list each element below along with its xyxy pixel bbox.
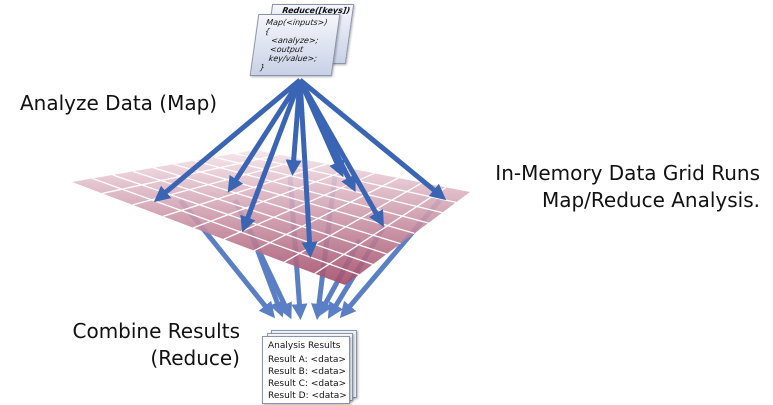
result-row: Result D: <data> [268, 391, 347, 401]
arrow [240, 79, 303, 233]
code-line: <analyze>; [263, 36, 319, 45]
grid-line [153, 167, 401, 245]
combine-label-line2: (Reduce) [150, 346, 240, 370]
arrow [297, 79, 318, 258]
grid-line [314, 186, 447, 275]
grid-line [193, 160, 429, 224]
code-line: <output [261, 45, 304, 54]
grid-label-line1: In-Memory Data Grid Runs [495, 161, 760, 185]
map-code-card: Map(<inputs>) { <analyze>; <output key/v… [249, 14, 341, 76]
results-card: Analysis Results Result A: <data> Result… [262, 336, 350, 404]
code-line: key/value>; [260, 54, 318, 63]
grid-label: In-Memory Data Grid Runs Map/Reduce Anal… [470, 160, 760, 214]
arrow [297, 78, 345, 178]
grid-line [92, 177, 360, 276]
grid-line [253, 177, 399, 252]
arrow [227, 78, 303, 193]
code-line: Map(<inputs>) [265, 18, 329, 27]
result-row: Result A: <data> [268, 355, 346, 365]
grid-label-line2: Map/Reduce Analysis. [541, 188, 760, 212]
arrow [297, 78, 384, 227]
code-line: { [264, 27, 271, 36]
grid-line [214, 156, 443, 214]
results-title: Analysis Results [268, 341, 341, 351]
combine-label: Combine Results (Reduce) [60, 318, 241, 372]
result-row: Result B: <data> [268, 367, 347, 377]
combine-label-line1: Combine Results [72, 319, 241, 343]
map-arrows [153, 78, 447, 258]
result-row: Result C: <data> [268, 379, 347, 389]
arrow [153, 78, 302, 203]
code-line: } [259, 63, 266, 72]
arrow [298, 78, 447, 201]
analyze-label: Analyze Data (Map) [20, 91, 218, 115]
grid-line [193, 168, 351, 229]
